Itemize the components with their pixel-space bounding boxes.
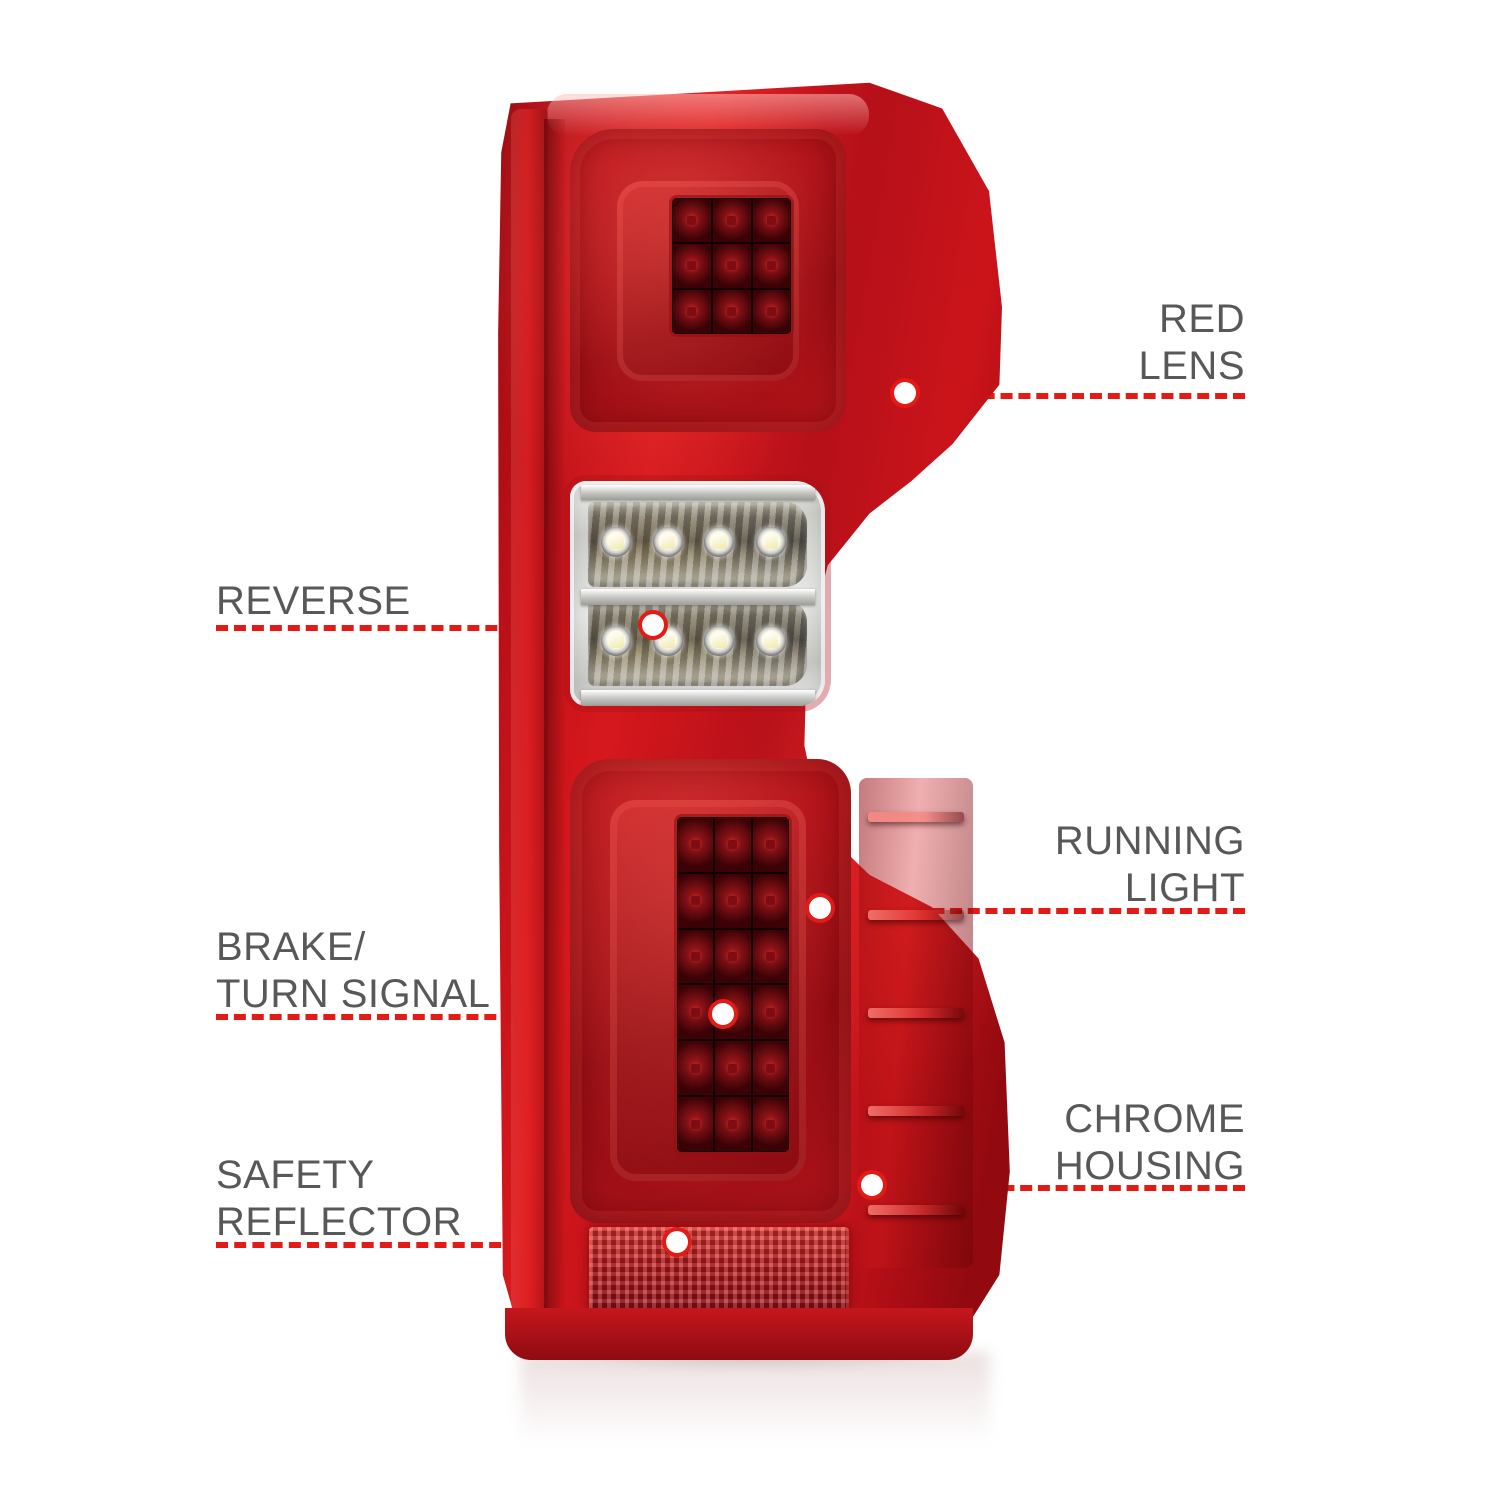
reverse-white-led xyxy=(704,527,735,558)
led-chip xyxy=(766,215,776,225)
led-cell xyxy=(677,1096,715,1153)
led-chip xyxy=(728,1119,738,1129)
led-cell xyxy=(714,816,752,873)
led-chip xyxy=(691,896,701,906)
callout-leader-safety-reflector xyxy=(216,1242,665,1248)
callout-label-brake-turn-signal: BRAKE/ TURN SIGNAL xyxy=(216,925,491,1016)
reverse-white-led xyxy=(755,625,786,656)
led-cell xyxy=(711,197,752,244)
led-cell xyxy=(711,243,752,289)
led-chip xyxy=(727,261,737,271)
reverse-white-led xyxy=(704,625,735,656)
led-cell xyxy=(751,816,789,873)
led-chip xyxy=(691,1119,701,1129)
reverse-white-led xyxy=(601,527,632,558)
callout-label-chrome-housing: CHROME HOUSING xyxy=(1054,1097,1245,1188)
led-chip xyxy=(728,896,738,906)
upper-led-panel xyxy=(671,197,792,335)
reverse-led-row-2 xyxy=(588,600,808,686)
callout-label-reverse: REVERSE xyxy=(216,579,411,623)
callout-label-red-lens: RED LENS xyxy=(1138,297,1245,388)
housing-rib xyxy=(868,1106,965,1117)
led-cell xyxy=(677,984,715,1041)
lower-led-panel xyxy=(677,816,789,1153)
led-chip xyxy=(766,306,776,316)
lens-left-rail-inner xyxy=(544,118,566,1319)
callout-label-safety-reflector: SAFETY REFLECTOR xyxy=(216,1153,463,1244)
led-chip xyxy=(691,1063,701,1073)
callout-label-running-light: RUNNING LIGHT xyxy=(1054,819,1245,910)
lens-left-rail xyxy=(510,108,549,1335)
led-cell xyxy=(751,197,792,244)
reverse-lamp-module xyxy=(570,481,826,706)
led-cell xyxy=(671,288,712,335)
led-chip xyxy=(765,896,775,906)
callout-leader-reverse xyxy=(216,625,641,631)
led-cell xyxy=(711,288,752,335)
led-cell xyxy=(677,928,715,985)
led-chip xyxy=(765,951,775,961)
led-chip xyxy=(691,1007,701,1017)
housing-rib xyxy=(868,1008,965,1019)
led-chip xyxy=(727,306,737,316)
led-cell xyxy=(751,243,792,289)
led-chip xyxy=(691,840,701,850)
led-chip xyxy=(765,1063,775,1073)
led-cell xyxy=(751,1096,789,1153)
reverse-led-row-1 xyxy=(588,501,808,587)
led-chip xyxy=(765,1119,775,1129)
led-chip xyxy=(687,261,697,271)
callout-dot-red-lens[interactable] xyxy=(894,382,916,404)
led-cell xyxy=(751,1040,789,1097)
led-chip xyxy=(765,840,775,850)
led-cell xyxy=(751,928,789,985)
housing-rib xyxy=(868,812,965,823)
led-chip xyxy=(687,215,697,225)
callout-dot-chrome-housing[interactable] xyxy=(861,1174,883,1196)
led-chip xyxy=(766,261,776,271)
led-cell xyxy=(714,872,752,929)
led-chip xyxy=(687,306,697,316)
led-cell xyxy=(714,1040,752,1097)
callout-dot-reverse[interactable] xyxy=(642,614,664,636)
callout-leader-chrome-housing xyxy=(896,1185,1245,1191)
housing-rib xyxy=(868,910,965,921)
led-cell xyxy=(751,288,792,335)
led-cell xyxy=(751,984,789,1041)
callout-leader-running-light xyxy=(844,908,1245,914)
reverse-white-led xyxy=(601,625,632,656)
led-cell xyxy=(751,872,789,929)
led-chip xyxy=(727,215,737,225)
led-cell xyxy=(677,872,715,929)
led-cell xyxy=(671,197,712,244)
lens-top-sheen xyxy=(547,94,870,136)
reverse-chrome-bottom xyxy=(580,690,815,706)
callout-dot-running-light[interactable] xyxy=(809,897,831,919)
reverse-white-led xyxy=(755,527,786,558)
lens-bottom-lip xyxy=(505,1308,974,1360)
safety-reflector-strip xyxy=(588,1226,849,1313)
housing-rib xyxy=(868,1204,965,1215)
led-chip xyxy=(728,1063,738,1073)
product-reflection xyxy=(520,1352,990,1472)
reverse-chrome-divider xyxy=(580,589,815,605)
callout-dot-brake-turn-signal[interactable] xyxy=(712,1003,734,1025)
led-cell xyxy=(677,1040,715,1097)
led-chip xyxy=(765,1007,775,1017)
callout-leader-red-lens xyxy=(929,393,1245,399)
led-cell xyxy=(714,928,752,985)
reverse-chrome-top xyxy=(580,484,815,501)
led-chip xyxy=(728,951,738,961)
led-cell xyxy=(714,1096,752,1153)
led-chip xyxy=(691,951,701,961)
reverse-white-led xyxy=(652,527,683,558)
led-cell xyxy=(671,243,712,289)
callout-leader-brake-turn-signal xyxy=(216,1014,711,1020)
callout-dot-safety-reflector[interactable] xyxy=(666,1231,688,1253)
led-tail-light-product xyxy=(495,75,1015,1365)
led-chip xyxy=(728,840,738,850)
led-cell xyxy=(677,816,715,873)
